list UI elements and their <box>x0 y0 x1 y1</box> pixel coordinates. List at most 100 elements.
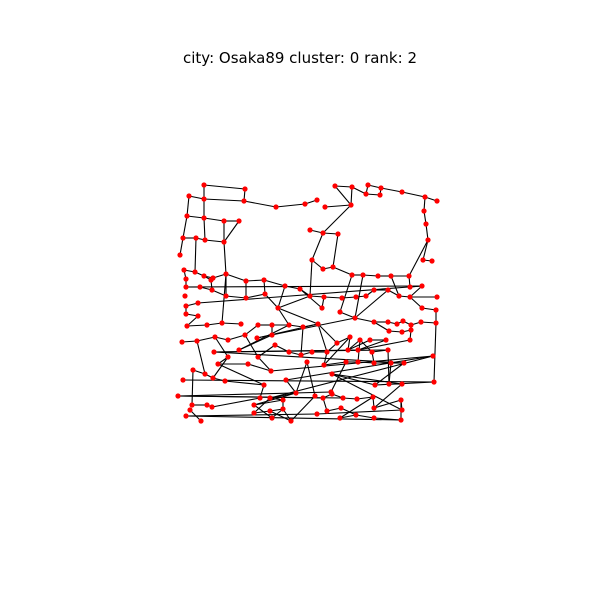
graph-node <box>283 377 289 383</box>
graph-edge <box>253 404 273 419</box>
graph-edge <box>221 273 227 324</box>
graph-edge <box>309 259 313 297</box>
graph-node <box>254 335 260 341</box>
graph-node <box>420 257 426 263</box>
graph-edge <box>355 414 375 419</box>
graph-node <box>223 271 229 277</box>
graph-node <box>209 287 215 293</box>
graph-edge <box>275 203 306 208</box>
graph-node <box>261 382 267 388</box>
graph-node <box>243 278 249 284</box>
graph-node <box>184 213 190 219</box>
graph-node <box>180 235 186 241</box>
graph-node <box>407 284 413 290</box>
graph-node <box>365 182 371 188</box>
graph-node <box>204 322 210 328</box>
graph-edge <box>357 361 375 364</box>
graph-node <box>324 408 330 414</box>
graph-node <box>280 397 286 403</box>
graph-edge <box>299 288 323 309</box>
graph-node <box>189 402 195 408</box>
graph-edge <box>179 237 184 256</box>
graph-node <box>210 375 216 381</box>
graph-node <box>363 191 369 197</box>
graph-edge <box>334 185 352 206</box>
graph-edge <box>409 285 423 298</box>
graph-edge <box>212 356 229 379</box>
graph-node <box>225 354 231 360</box>
graph-edge <box>317 323 338 344</box>
graph-edge <box>334 185 353 188</box>
graph-node <box>221 239 227 245</box>
graph-edge <box>263 279 286 287</box>
graph-node <box>183 413 189 419</box>
graph-edge <box>324 204 352 208</box>
graph-edge <box>225 273 247 282</box>
graph-node <box>363 293 369 299</box>
graph-node <box>222 378 228 384</box>
graph-edge <box>196 340 206 375</box>
graph-node <box>394 321 400 327</box>
graph-node <box>293 390 299 396</box>
graph-edge <box>211 397 261 408</box>
graph-node <box>433 307 439 313</box>
graph-node <box>332 183 338 189</box>
graph-node <box>312 393 318 399</box>
graph-node <box>242 332 248 338</box>
graph-node <box>201 273 207 279</box>
graph-edge <box>332 233 339 268</box>
graph-node <box>194 338 200 344</box>
graph-node <box>238 321 244 327</box>
graph-edge <box>253 397 271 414</box>
graph-node <box>371 319 377 325</box>
graph-node <box>309 257 315 263</box>
graph-edge <box>185 413 318 417</box>
graph-edge <box>196 336 216 342</box>
graph-node <box>399 329 405 335</box>
graph-node <box>335 231 341 237</box>
graph-node <box>302 201 308 207</box>
graph-node <box>377 192 383 198</box>
graph-node <box>255 354 261 360</box>
graph-edge <box>277 295 311 309</box>
graph-node <box>297 286 303 292</box>
graph-edge <box>356 396 374 400</box>
graph-node <box>324 349 330 355</box>
graph-edge <box>257 356 272 372</box>
graph-edge <box>322 204 352 234</box>
graph-node <box>357 337 363 343</box>
graph-node <box>215 361 221 367</box>
graph-node <box>385 287 391 293</box>
graph-edge <box>357 339 387 351</box>
graph-node <box>319 305 325 311</box>
graph-node <box>211 349 217 355</box>
graph-node <box>360 272 366 278</box>
graph-edge <box>425 223 429 241</box>
graph-node <box>272 342 278 348</box>
graph-node <box>298 352 304 358</box>
graph-node <box>251 402 257 408</box>
graph-node <box>307 293 313 299</box>
graph-node <box>337 415 343 421</box>
graph-node <box>383 337 389 343</box>
graph-node <box>399 189 405 195</box>
graph-node <box>371 405 377 411</box>
graph-node <box>352 315 358 321</box>
graph-edge <box>217 363 265 386</box>
graph-node <box>433 320 439 326</box>
graph-node <box>219 320 225 326</box>
graph-edge <box>390 275 400 297</box>
graph-edge <box>244 324 259 336</box>
graph-node <box>329 391 335 397</box>
graph-node <box>208 277 214 283</box>
chart-title: city: Osaka89 cluster: 0 rank: 2 <box>183 49 417 67</box>
graph-node <box>407 294 413 300</box>
graph-node <box>186 193 192 199</box>
graph-node <box>431 379 437 385</box>
graph-node <box>177 252 183 258</box>
graph-node <box>322 204 328 210</box>
graph-edge <box>194 237 197 273</box>
graph-edge <box>225 295 247 299</box>
graph-edge <box>245 279 265 282</box>
graph-node <box>401 360 407 366</box>
